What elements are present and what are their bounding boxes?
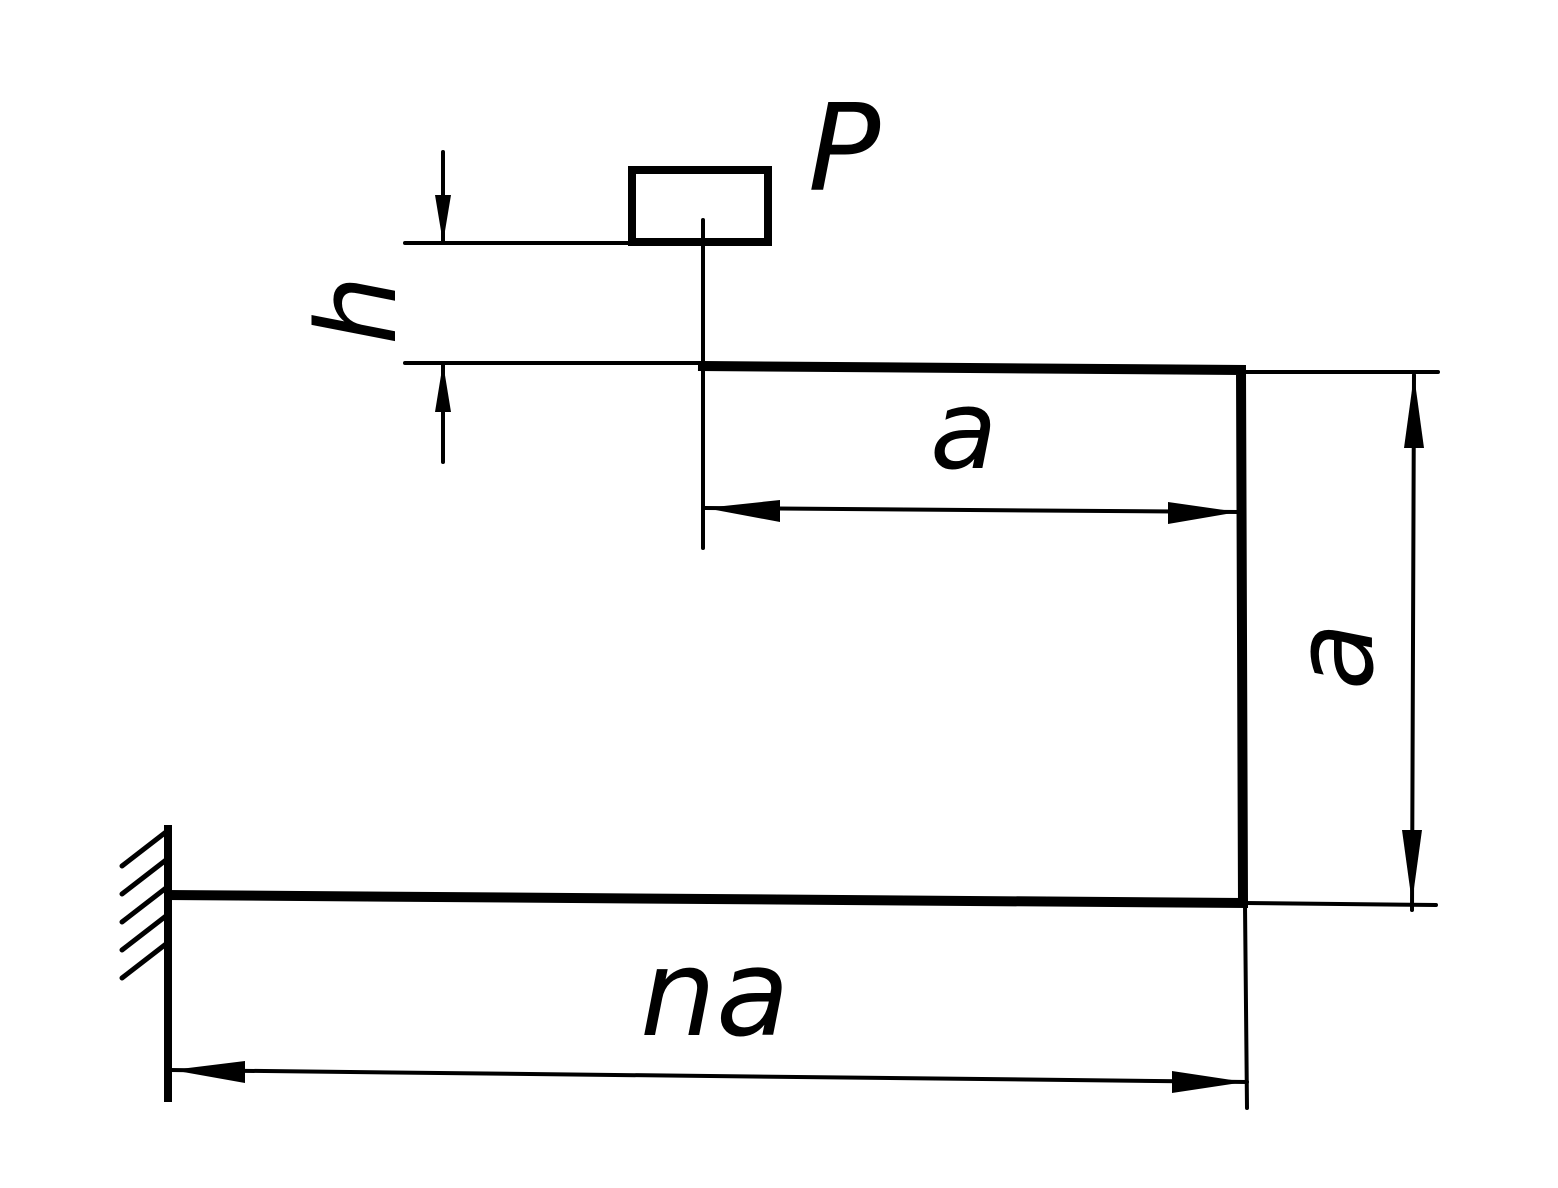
- label-top-arm-a: a: [930, 366, 997, 494]
- na-dimension-line: [168, 1068, 1249, 1084]
- frame-members: [164, 360, 1249, 909]
- na-extension-right: [1243, 903, 1249, 1110]
- falling-weight: [628, 166, 772, 246]
- label-vertical-arm-a: a: [1270, 623, 1398, 690]
- na-arrow-left: [172, 1061, 245, 1083]
- vertical-a-arrow-down: [1402, 830, 1422, 903]
- label-drop-height-h: h: [293, 275, 421, 345]
- vertical-a-dimension-line: [1410, 373, 1416, 912]
- top-a-dimension-line: [703, 506, 1240, 514]
- label-load-P: P: [808, 80, 881, 219]
- na-arrow-right: [1172, 1071, 1245, 1093]
- top-a-arrow-left: [705, 500, 780, 522]
- top-a-arrow-right: [1168, 502, 1238, 524]
- label-bottom-arm-na: na: [640, 925, 790, 1064]
- h-arrow-up: [435, 363, 451, 412]
- h-arrow-down: [435, 195, 451, 243]
- fixed-support-hatching: [119, 829, 169, 981]
- vertical-a-extension-bottom: [1243, 901, 1438, 907]
- vertical-a-arrow-up: [1404, 375, 1424, 448]
